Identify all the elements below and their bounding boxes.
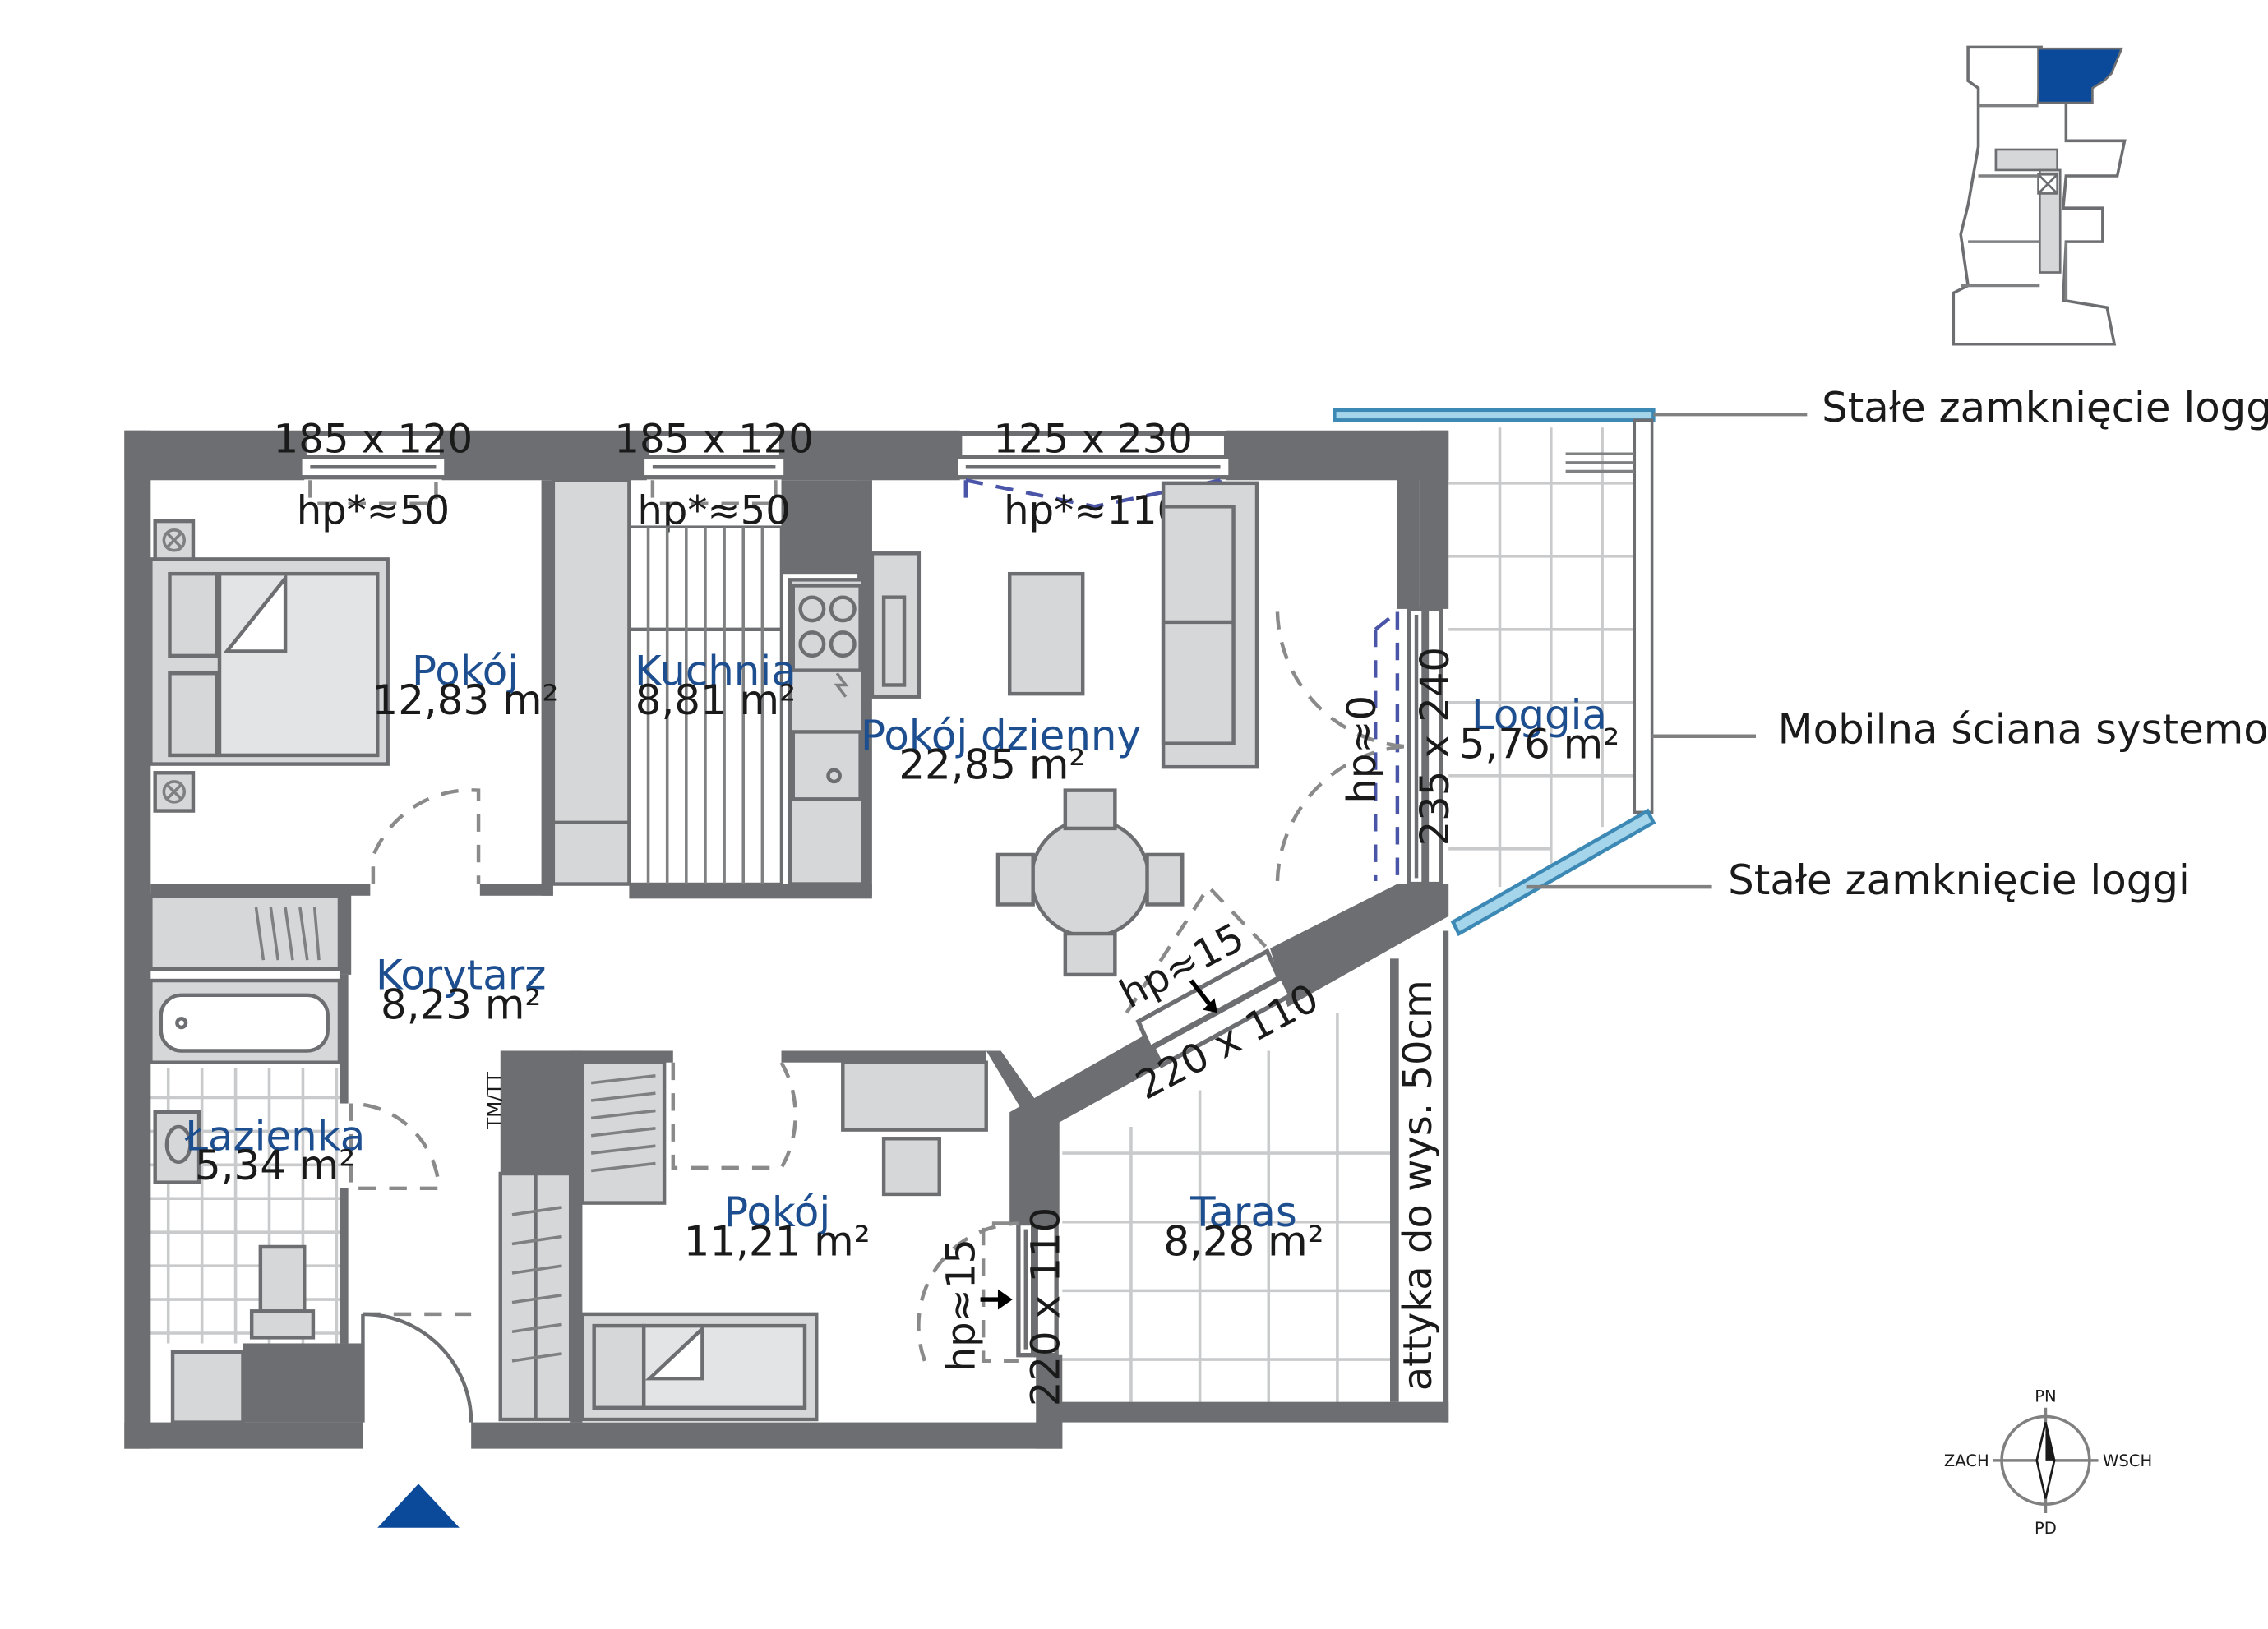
compass-south: PD: [2035, 1519, 2057, 1538]
bathroom-fixtures: [149, 978, 342, 1424]
bedroom2-furniture: [498, 1060, 988, 1422]
stale-zamkniecie-label-2: Stałe zamknięcie loggi: [1728, 856, 2190, 904]
terrace-tiles: [1062, 1013, 1393, 1405]
key-plan: [1952, 45, 2127, 346]
room-bathroom-area: 5,34 m²: [195, 1142, 355, 1189]
window-6-size: 220 x 110: [1023, 1207, 1069, 1406]
mobilna-sciana-label: Mobilna ściana systemowa: [1778, 706, 2268, 754]
room-terrace-area: 8,28 m²: [1163, 1218, 1323, 1266]
window-2-size: 185 x 120: [614, 416, 813, 462]
interior-doors: [349, 788, 797, 1423]
bathroom-tiles: [149, 1068, 340, 1344]
bed-double: [149, 519, 390, 813]
window-2: 185 x 120 hp*≈50: [614, 416, 813, 533]
room-living-name: Pokój dzienny: [861, 712, 1141, 759]
tmtt-label: TM/TT: [484, 1071, 506, 1130]
window-6: hp≈15 220 x 110: [917, 1207, 1069, 1406]
plan-notes: TM/TT attyka do wys. 50cm Stałe zamknięc…: [484, 384, 2268, 1391]
loggia-tiles: [1448, 427, 1635, 888]
attyka-label: attyka do wys. 50cm: [1395, 980, 1441, 1391]
room-terrace-name: Taras: [1189, 1188, 1297, 1236]
window-1: 185 x 120 hp*≈50: [274, 416, 473, 533]
loggia-glazing: [1333, 408, 1656, 937]
walls: [124, 430, 1449, 1449]
compass-west: ZACH: [1944, 1451, 1989, 1470]
compass-east: WSCH: [2103, 1451, 2152, 1470]
room-corridor-area: 8,23 m²: [381, 981, 541, 1028]
window-6-sill: hp≈15: [938, 1239, 984, 1372]
room-corridor-name: Korytarz: [376, 952, 546, 999]
room-labels: Pokój 12,83 m² Kuchnia 8,81 m² Pokój dzi…: [184, 647, 1619, 1265]
room-bedroom2-area: 11,21 m²: [684, 1218, 871, 1266]
window-3-size: 125 x 230: [993, 416, 1192, 462]
room-bedroom1-area: 12,83 m²: [372, 676, 559, 724]
room-kitchen-area: 8,81 m²: [635, 676, 796, 724]
room-kitchen-name: Kuchnia: [635, 647, 797, 695]
window-3-sill: hp*≈110: [1004, 488, 1182, 534]
compass-north: PN: [2035, 1387, 2056, 1406]
window-4-size: 235 x 240: [1412, 647, 1458, 846]
room-living-area: 22,85 m²: [898, 741, 1085, 788]
room-bedroom1-name: Pokój: [412, 647, 519, 695]
room-bedroom2-name: Pokój: [723, 1188, 830, 1236]
wardrobe-corridor: [149, 893, 342, 971]
window-1-size: 185 x 120: [274, 416, 473, 462]
window-5: hp≈15 220 x 110: [1112, 884, 1326, 1110]
kitchen-units: [551, 478, 866, 886]
window-3: 125 x 230 hp*≈110: [953, 416, 1233, 534]
room-bathroom-name: Łazienka: [184, 1113, 365, 1161]
window-4-sill: hp≈0: [1339, 695, 1385, 804]
stale-zamkniecie-label-1: Stałe zamknięcie loggi: [1822, 384, 2268, 431]
window-1-sill: hp*≈50: [297, 488, 450, 534]
room-loggia-area: 5,76 m²: [1459, 720, 1619, 768]
entrance-triangle-icon: [377, 1484, 460, 1528]
compass-rose-icon: PN PD ZACH WSCH: [1944, 1387, 2152, 1538]
living-furniture: [870, 481, 1259, 977]
window-4: hp≈0 235 x 240: [1275, 607, 1458, 887]
room-loggia-name: Loggia: [1471, 691, 1607, 739]
leader-lines: [1526, 412, 1808, 889]
